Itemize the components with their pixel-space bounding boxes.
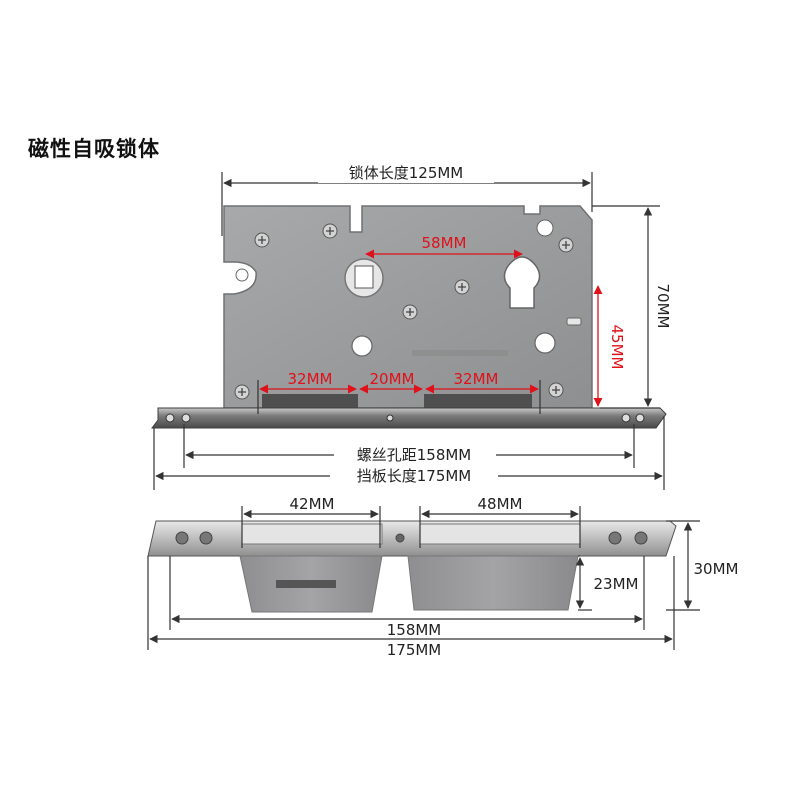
screw-spacing-label: 螺丝孔距158MM <box>357 446 472 464</box>
strike-screw-spacing-label: 158MM <box>387 621 442 639</box>
bolt-left-label: 32MM <box>288 370 333 388</box>
strike-box-left <box>239 555 383 613</box>
strike-height-label: 30MM <box>694 560 739 578</box>
bolt-gap-label: 20MM <box>370 370 415 388</box>
bolt-right-label: 32MM <box>454 370 499 388</box>
page-title: 磁性自吸锁体 <box>28 137 160 161</box>
height-70-label: 70MM <box>654 284 672 329</box>
strike-left-label: 42MM <box>290 495 335 513</box>
red-dimension-lines <box>259 249 603 407</box>
height-45-label: 45MM <box>608 325 626 370</box>
strike-length-label: 175MM <box>387 641 442 659</box>
cylinder-hole <box>503 256 541 309</box>
latch-bolt-right <box>424 394 532 408</box>
faceplate-length-label: 挡板长度175MM <box>357 467 472 485</box>
lock-faceplate <box>151 407 667 429</box>
strike-box-height-label: 23MM <box>594 575 639 593</box>
strike-box-right <box>407 555 579 611</box>
strike-plate <box>147 520 677 557</box>
body-length-label: 锁体长度125MM <box>349 164 464 182</box>
dimension-lines <box>147 172 700 650</box>
latch-bolt-left <box>262 394 358 408</box>
keyhole-distance-label: 58MM <box>422 234 467 252</box>
strike-right-label: 48MM <box>478 495 523 513</box>
